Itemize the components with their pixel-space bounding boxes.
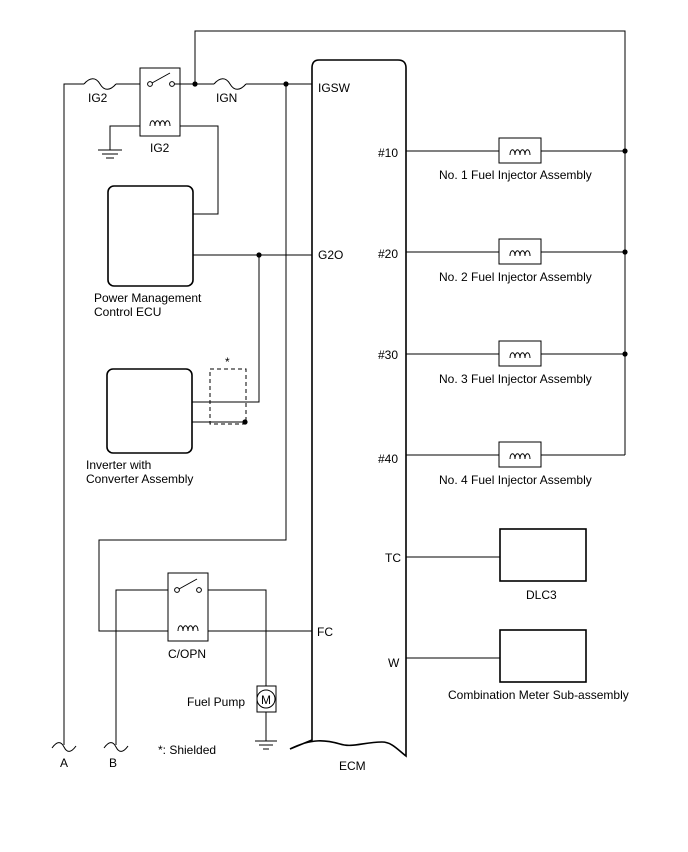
injector-2-label: No. 2 Fuel Injector Assembly (439, 270, 592, 284)
injector-3-junction (622, 351, 628, 357)
ecm-pin-20: #20 (378, 247, 398, 261)
ecm-box (289, 59, 407, 758)
inverter-label-line2: Converter Assembly (86, 472, 193, 486)
injector-2-coil-icon (509, 250, 531, 257)
connector-b-break-icon (103, 742, 129, 752)
fuse-ign-icon (213, 78, 247, 90)
injector-4 (406, 441, 625, 468)
connector-b-label: B (109, 756, 117, 770)
junction-shield (242, 419, 248, 425)
relay-copn-label: C/OPN (168, 647, 206, 661)
injector-1 (406, 137, 628, 164)
ecm-pin-tc: TC (385, 551, 401, 565)
injector-3-label: No. 3 Fuel Injector Assembly (439, 372, 592, 386)
dlc3-box (499, 528, 587, 582)
injector-1-box (498, 137, 542, 164)
ecm-pin-g2o: G2O (318, 248, 343, 262)
injector-1-label: No. 1 Fuel Injector Assembly (439, 168, 592, 182)
wire-b-feed (115, 589, 168, 745)
fuel-pump-motor-symbol: M (261, 693, 271, 707)
ecm-pin-fc: FC (317, 625, 333, 639)
injector-2-box (498, 238, 542, 265)
ecm-pin-w: W (388, 656, 400, 670)
relay-ig2-label: IG2 (150, 141, 170, 155)
ecm-pin-40: #40 (378, 452, 398, 466)
injector-1-coil-icon (509, 149, 531, 156)
ground-pump-icon (255, 740, 277, 750)
meter-label: Combination Meter Sub-assembly (448, 688, 629, 702)
relay-copn (167, 572, 209, 642)
wire-copn-to-pump (208, 589, 267, 686)
inverter-label: Inverter with Converter Assembly (86, 458, 193, 486)
injector-4-coil-icon (509, 453, 531, 460)
ecm-label: ECM (339, 759, 366, 773)
relay-ig2 (139, 67, 181, 137)
injector-1-junction (622, 148, 628, 154)
relay-ig2-contact-right (169, 81, 175, 87)
relay-ig2-switch-arm (151, 72, 171, 84)
relay-copn-switch-arm (178, 578, 198, 590)
relay-copn-coil-icon (177, 625, 199, 632)
inverter-box (106, 368, 193, 454)
pm-ecu-label-line2: Control ECU (94, 305, 161, 319)
injector-3 (406, 340, 628, 367)
relay-copn-contact-right (196, 587, 202, 593)
connector-a-label: A (60, 756, 68, 770)
wire-igsw-to-copn (98, 84, 287, 632)
fuse-ign-label: IGN (216, 91, 237, 105)
wire-injector-bus (194, 30, 626, 455)
wire-a-feed (63, 83, 84, 745)
shield-box (209, 368, 247, 425)
wire-relay-coil-to-pm (180, 125, 219, 215)
shield-marker: * (225, 355, 230, 369)
ecm-pin-10: #10 (378, 146, 398, 160)
fuse-ig2-label: IG2 (88, 91, 108, 105)
injector-4-box (498, 441, 542, 468)
injector-2-junction (622, 249, 628, 255)
connector-a-break-icon (51, 742, 77, 752)
pm-ecu-label-line1: Power Management (94, 291, 202, 305)
relay-ig2-coil-icon (149, 120, 171, 127)
pm-ecu-label: Power Management Control ECU (94, 291, 205, 319)
ecm-pin-30: #30 (378, 348, 398, 362)
injector-4-label: No. 4 Fuel Injector Assembly (439, 473, 592, 487)
injector-3-box (498, 340, 542, 367)
injector-3-coil-icon (509, 352, 531, 359)
relay-ig2-contact-left (147, 81, 153, 87)
ecm-pin-igsw: IGSW (318, 81, 351, 95)
ground-ig2-icon (98, 149, 122, 159)
fuel-pump-label: Fuel Pump (187, 695, 245, 709)
wire-inverter-g2o (192, 255, 260, 403)
inverter-label-line1: Inverter with (86, 458, 151, 472)
wire-relay-ground (109, 125, 140, 150)
fuel-pump-motor-icon (256, 689, 276, 709)
pm-ecu-box (107, 185, 194, 287)
injector-2 (406, 238, 628, 265)
fuse-ig2-icon (83, 78, 117, 90)
relay-copn-contact-left (174, 587, 180, 593)
dlc3-label: DLC3 (526, 588, 557, 602)
meter-box (499, 629, 587, 683)
shield-note: *: Shielded (158, 743, 216, 757)
